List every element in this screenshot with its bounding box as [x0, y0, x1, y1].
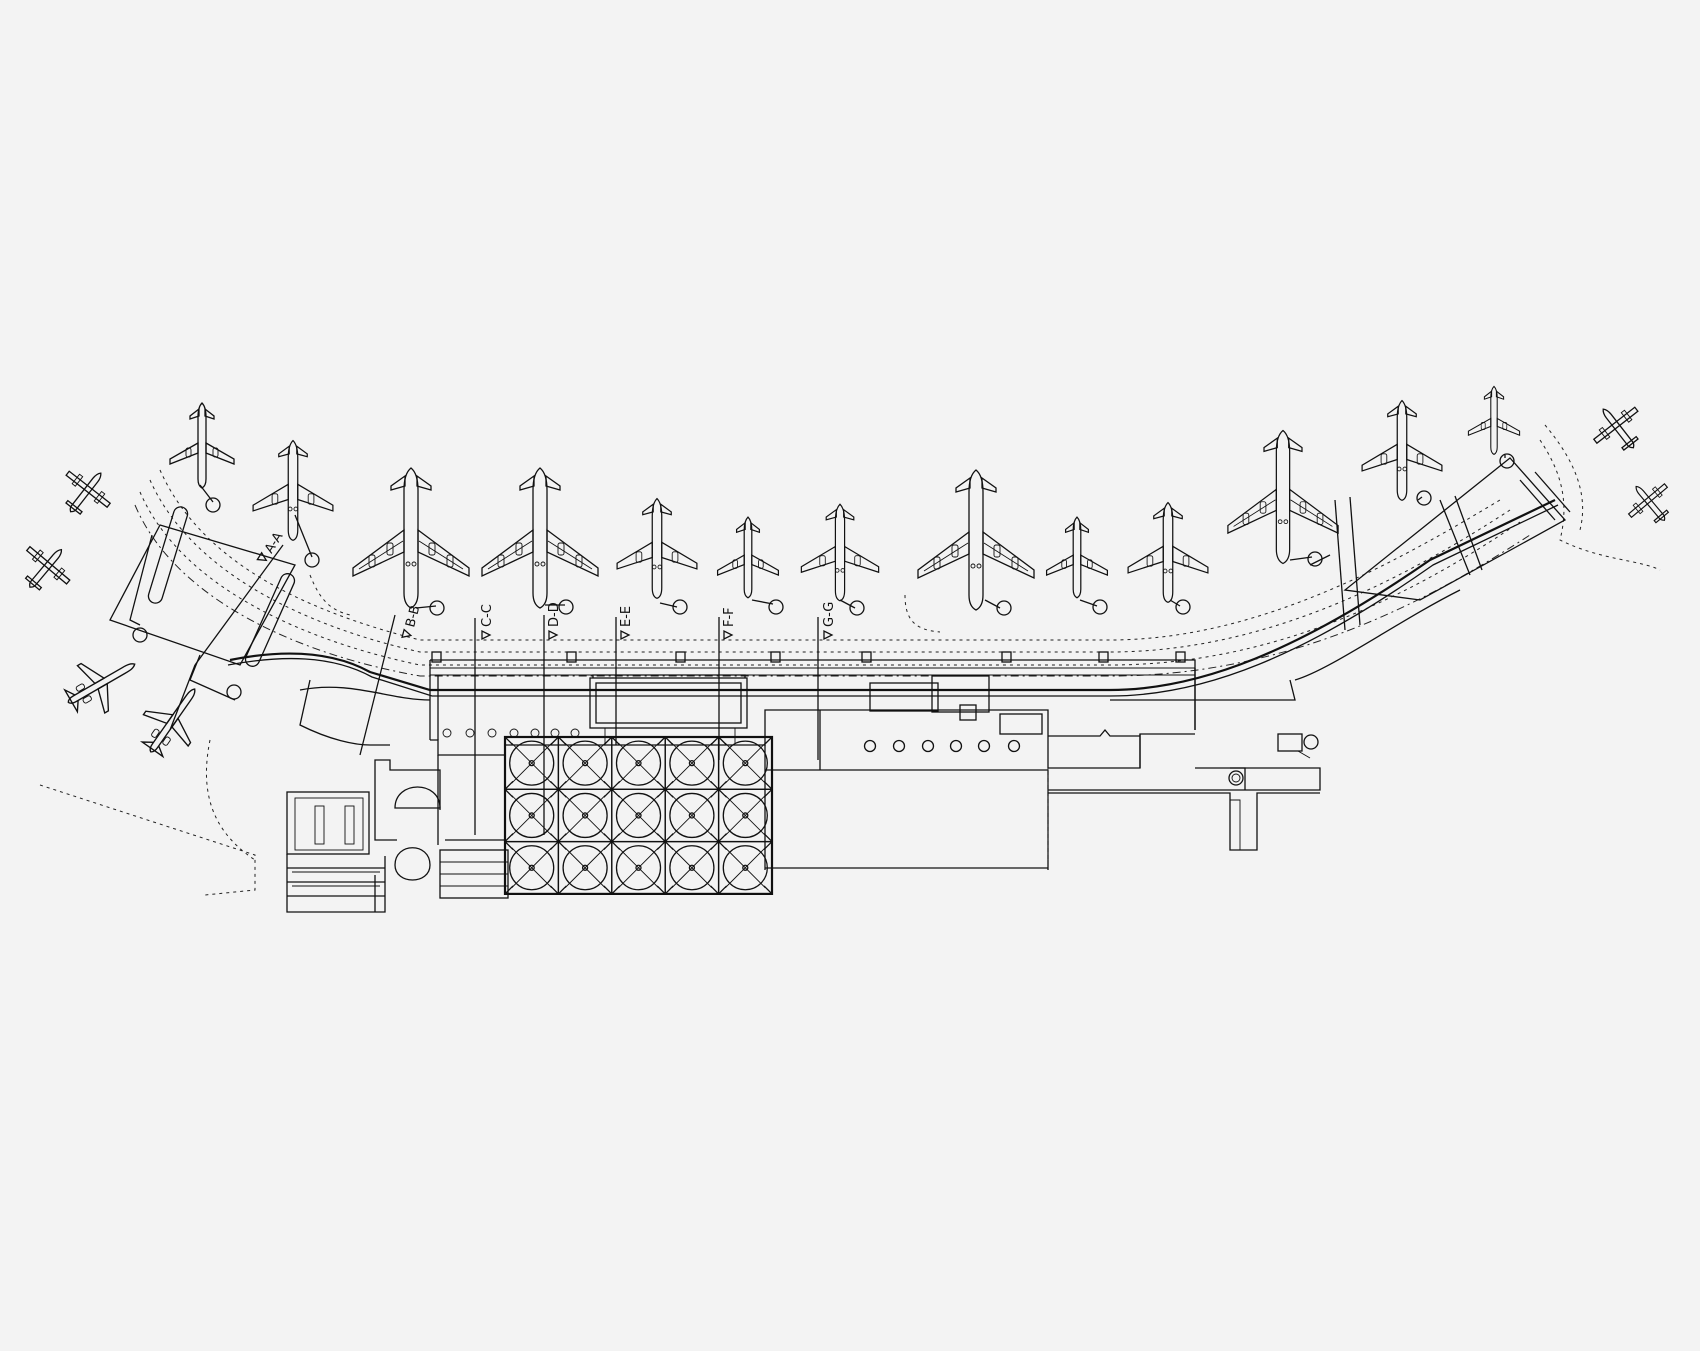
east-finger-pier — [1309, 457, 1571, 631]
aircraft-p9 — [1045, 516, 1109, 599]
aircraft-p13 — [1467, 385, 1521, 455]
skylight-cell — [504, 840, 560, 895]
section-cut-lines — [194, 544, 819, 835]
section-label-e: E-E — [619, 606, 634, 627]
skylight-cell — [611, 788, 666, 843]
section-marker-d: D-D — [547, 602, 562, 641]
section-label-c: C-C — [480, 604, 495, 627]
skylight-cell — [664, 840, 720, 895]
section-markers: A-A B-B C-C D-D E-E F-F G-G — [256, 530, 837, 641]
aircraft-p1 — [169, 402, 235, 489]
terminal-building — [286, 674, 1321, 913]
section-label-f: F-F — [722, 607, 737, 627]
aircraft-p7 — [800, 503, 880, 602]
skylight-cell — [557, 840, 613, 895]
section-label-d: D-D — [547, 602, 562, 627]
aircraft-p16 — [1582, 392, 1655, 465]
aircraft-p5 — [616, 497, 698, 599]
skylight-cell — [611, 840, 666, 895]
section-marker-c: C-C — [480, 604, 495, 641]
section-marker-b: B-B — [401, 604, 423, 639]
apron-markings — [39, 424, 1661, 896]
section-label-g: G-G — [822, 602, 837, 627]
section-label-b: B-B — [403, 604, 423, 629]
aircraft-p14 — [49, 456, 122, 529]
aircraft-p15 — [9, 532, 82, 605]
aircraft-p11 — [1227, 429, 1339, 565]
section-marker-e: E-E — [619, 606, 634, 641]
section-marker-f: F-F — [722, 607, 737, 641]
aircraft-p18 — [54, 639, 150, 727]
section-marker-g: G-G — [822, 602, 837, 641]
skylight-cell — [504, 788, 560, 843]
skylight-cell — [717, 788, 773, 843]
aircraft-p17 — [1617, 470, 1683, 536]
aircraft-p4 — [481, 467, 599, 609]
aircraft-p2 — [252, 439, 334, 541]
aircraft-p19 — [127, 672, 218, 769]
jet-bridges — [132, 453, 1515, 700]
aircraft-p8 — [917, 469, 1035, 611]
section-label-a: A-A — [262, 530, 286, 557]
aircraft-p10 — [1127, 501, 1209, 603]
skylight-cell — [717, 840, 773, 895]
terminal-pier — [227, 499, 1559, 746]
skylight-cell — [717, 736, 773, 790]
skylight-cell — [664, 788, 720, 843]
aircraft-p12 — [1361, 399, 1443, 501]
skylight-cell — [557, 788, 613, 843]
skylight-grid — [503, 735, 774, 895]
aircraft-p3 — [352, 467, 470, 609]
aircraft-p6 — [716, 516, 780, 599]
